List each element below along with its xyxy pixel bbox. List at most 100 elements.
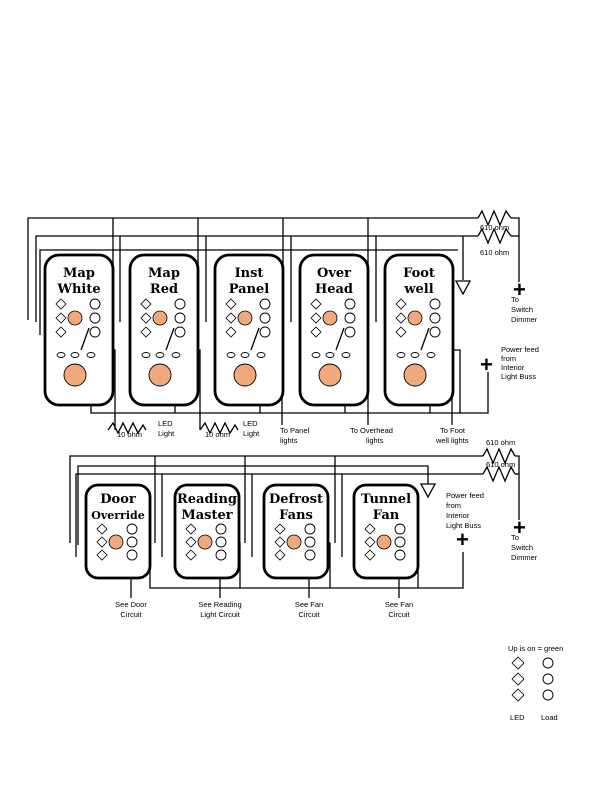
switch-tunnel-fan[interactable]: Tunnel Fan xyxy=(352,483,420,580)
toggle-button[interactable] xyxy=(318,363,342,387)
load-terminal xyxy=(259,298,271,310)
svg-text:To: To xyxy=(511,533,519,542)
toggle-button[interactable] xyxy=(233,363,257,387)
svg-text:Light: Light xyxy=(158,429,175,438)
load-terminal xyxy=(259,326,271,338)
legend-led-icon xyxy=(511,688,525,702)
load-terminal xyxy=(89,312,101,324)
power-feed-top: + Power feed from Interior Light Buss xyxy=(480,345,539,381)
svg-text:+: + xyxy=(480,352,493,377)
toggle-button[interactable] xyxy=(403,363,427,387)
led-indicator xyxy=(185,549,197,561)
switch-foot-well[interactable]: Foot well xyxy=(383,253,455,407)
led-indicator xyxy=(55,326,67,338)
switch-title-line1: Foot xyxy=(403,266,435,281)
load-terminal xyxy=(394,536,406,548)
svg-text:+: + xyxy=(513,515,526,540)
svg-text:Power feed: Power feed xyxy=(446,491,484,500)
power-feed-bottom: Power feed from Interior Light Buss + xyxy=(446,491,484,552)
to-panel-label: To Panel lights xyxy=(280,426,310,445)
led-indicator xyxy=(96,523,108,535)
led-indicator xyxy=(140,298,152,310)
led-light-label-1: LED Light xyxy=(158,419,175,438)
led-indicator xyxy=(395,326,407,338)
load-terminal xyxy=(215,549,227,561)
svg-text:from: from xyxy=(446,501,461,510)
switch-body xyxy=(383,253,455,407)
led-indicator xyxy=(274,549,286,561)
led-indicator xyxy=(185,536,197,548)
led-indicator xyxy=(274,536,286,548)
svg-text:610 ohm: 610 ohm xyxy=(480,223,509,232)
led-indicator xyxy=(225,326,237,338)
led-indicator xyxy=(395,312,407,324)
svg-text:LED: LED xyxy=(158,419,173,428)
led-indicator xyxy=(96,536,108,548)
svg-text:Switch: Switch xyxy=(511,305,533,314)
svg-text:To Overhead: To Overhead xyxy=(350,426,393,435)
switch-pivot xyxy=(237,310,253,326)
switch-inst-panel[interactable]: Inst Panel xyxy=(213,253,285,407)
svg-text:See Fan: See Fan xyxy=(295,600,323,609)
to-switch-dimmer-bottom: + To Switch Dimmer xyxy=(511,515,538,562)
ground-symbol-bottom xyxy=(419,483,437,499)
toggle-button[interactable] xyxy=(148,363,172,387)
load-terminal xyxy=(126,549,138,561)
svg-text:10 ohm: 10 ohm xyxy=(117,430,142,439)
svg-text:Power feed: Power feed xyxy=(501,345,539,354)
see-fan-circuit-label-1: See Fan Circuit xyxy=(295,600,323,619)
switch-title-line2: Red xyxy=(150,282,178,297)
svg-text:Switch: Switch xyxy=(511,543,533,552)
switch-pivot[interactable] xyxy=(108,534,124,550)
switch-pivot xyxy=(152,310,168,326)
svg-text:Dimmer: Dimmer xyxy=(511,553,538,562)
load-terminal xyxy=(344,326,356,338)
svg-text:+: + xyxy=(513,277,526,302)
load-terminal xyxy=(304,536,316,548)
switch-title-line1: Map xyxy=(148,266,180,281)
switch-title-line2: Override xyxy=(91,509,144,522)
led-indicator xyxy=(395,298,407,310)
switch-title-line2: well xyxy=(403,282,433,297)
svg-text:Circuit: Circuit xyxy=(298,610,320,619)
switch-map-white[interactable]: Map White xyxy=(43,253,115,407)
switch-title-line1: Reading xyxy=(177,492,237,507)
svg-text:Light: Light xyxy=(243,429,260,438)
switch-defrost-fans[interactable]: Defrost Fans xyxy=(262,483,330,580)
switch-title-line2: Fans xyxy=(279,508,313,523)
switch-door-override[interactable]: Door Override xyxy=(84,483,152,580)
led-indicator xyxy=(364,536,376,548)
see-door-circuit-label: See Door Circuit xyxy=(115,600,147,619)
svg-text:To: To xyxy=(511,295,519,304)
load-terminal xyxy=(429,326,441,338)
switch-pivot xyxy=(407,310,423,326)
legend-led-label: LED xyxy=(510,713,525,722)
switch-title-line1: Inst xyxy=(235,266,264,281)
svg-text:10 ohm: 10 ohm xyxy=(205,430,230,439)
switch-body xyxy=(298,253,370,407)
svg-text:Circuit: Circuit xyxy=(388,610,410,619)
led-indicator xyxy=(364,549,376,561)
svg-text:See Door: See Door xyxy=(115,600,147,609)
svg-text:well lights: well lights xyxy=(435,436,469,445)
switch-title-line2: Head xyxy=(315,282,353,297)
switch-pivot[interactable] xyxy=(286,534,302,550)
resistor-10-ohm-2: 10 ohm xyxy=(199,421,239,439)
toggle-button[interactable] xyxy=(63,363,87,387)
switch-title-line1: Door xyxy=(100,492,136,507)
see-reading-circuit-label: See Reading Light Circuit xyxy=(198,600,241,619)
svg-text:Interior: Interior xyxy=(501,363,525,372)
switch-reading-master[interactable]: Reading Master xyxy=(173,483,241,580)
switch-title-line1: Defrost xyxy=(269,492,323,507)
led-indicator xyxy=(310,298,322,310)
switch-body xyxy=(213,253,285,407)
svg-text:Light Buss: Light Buss xyxy=(501,372,536,381)
led-indicator xyxy=(310,326,322,338)
load-terminal xyxy=(304,523,316,535)
switch-over-head[interactable]: Over Head xyxy=(298,253,370,407)
switch-map-red[interactable]: Map Red xyxy=(128,253,200,407)
switch-pivot[interactable] xyxy=(376,534,392,550)
switch-pivot[interactable] xyxy=(197,534,213,550)
switch-body xyxy=(43,253,115,407)
